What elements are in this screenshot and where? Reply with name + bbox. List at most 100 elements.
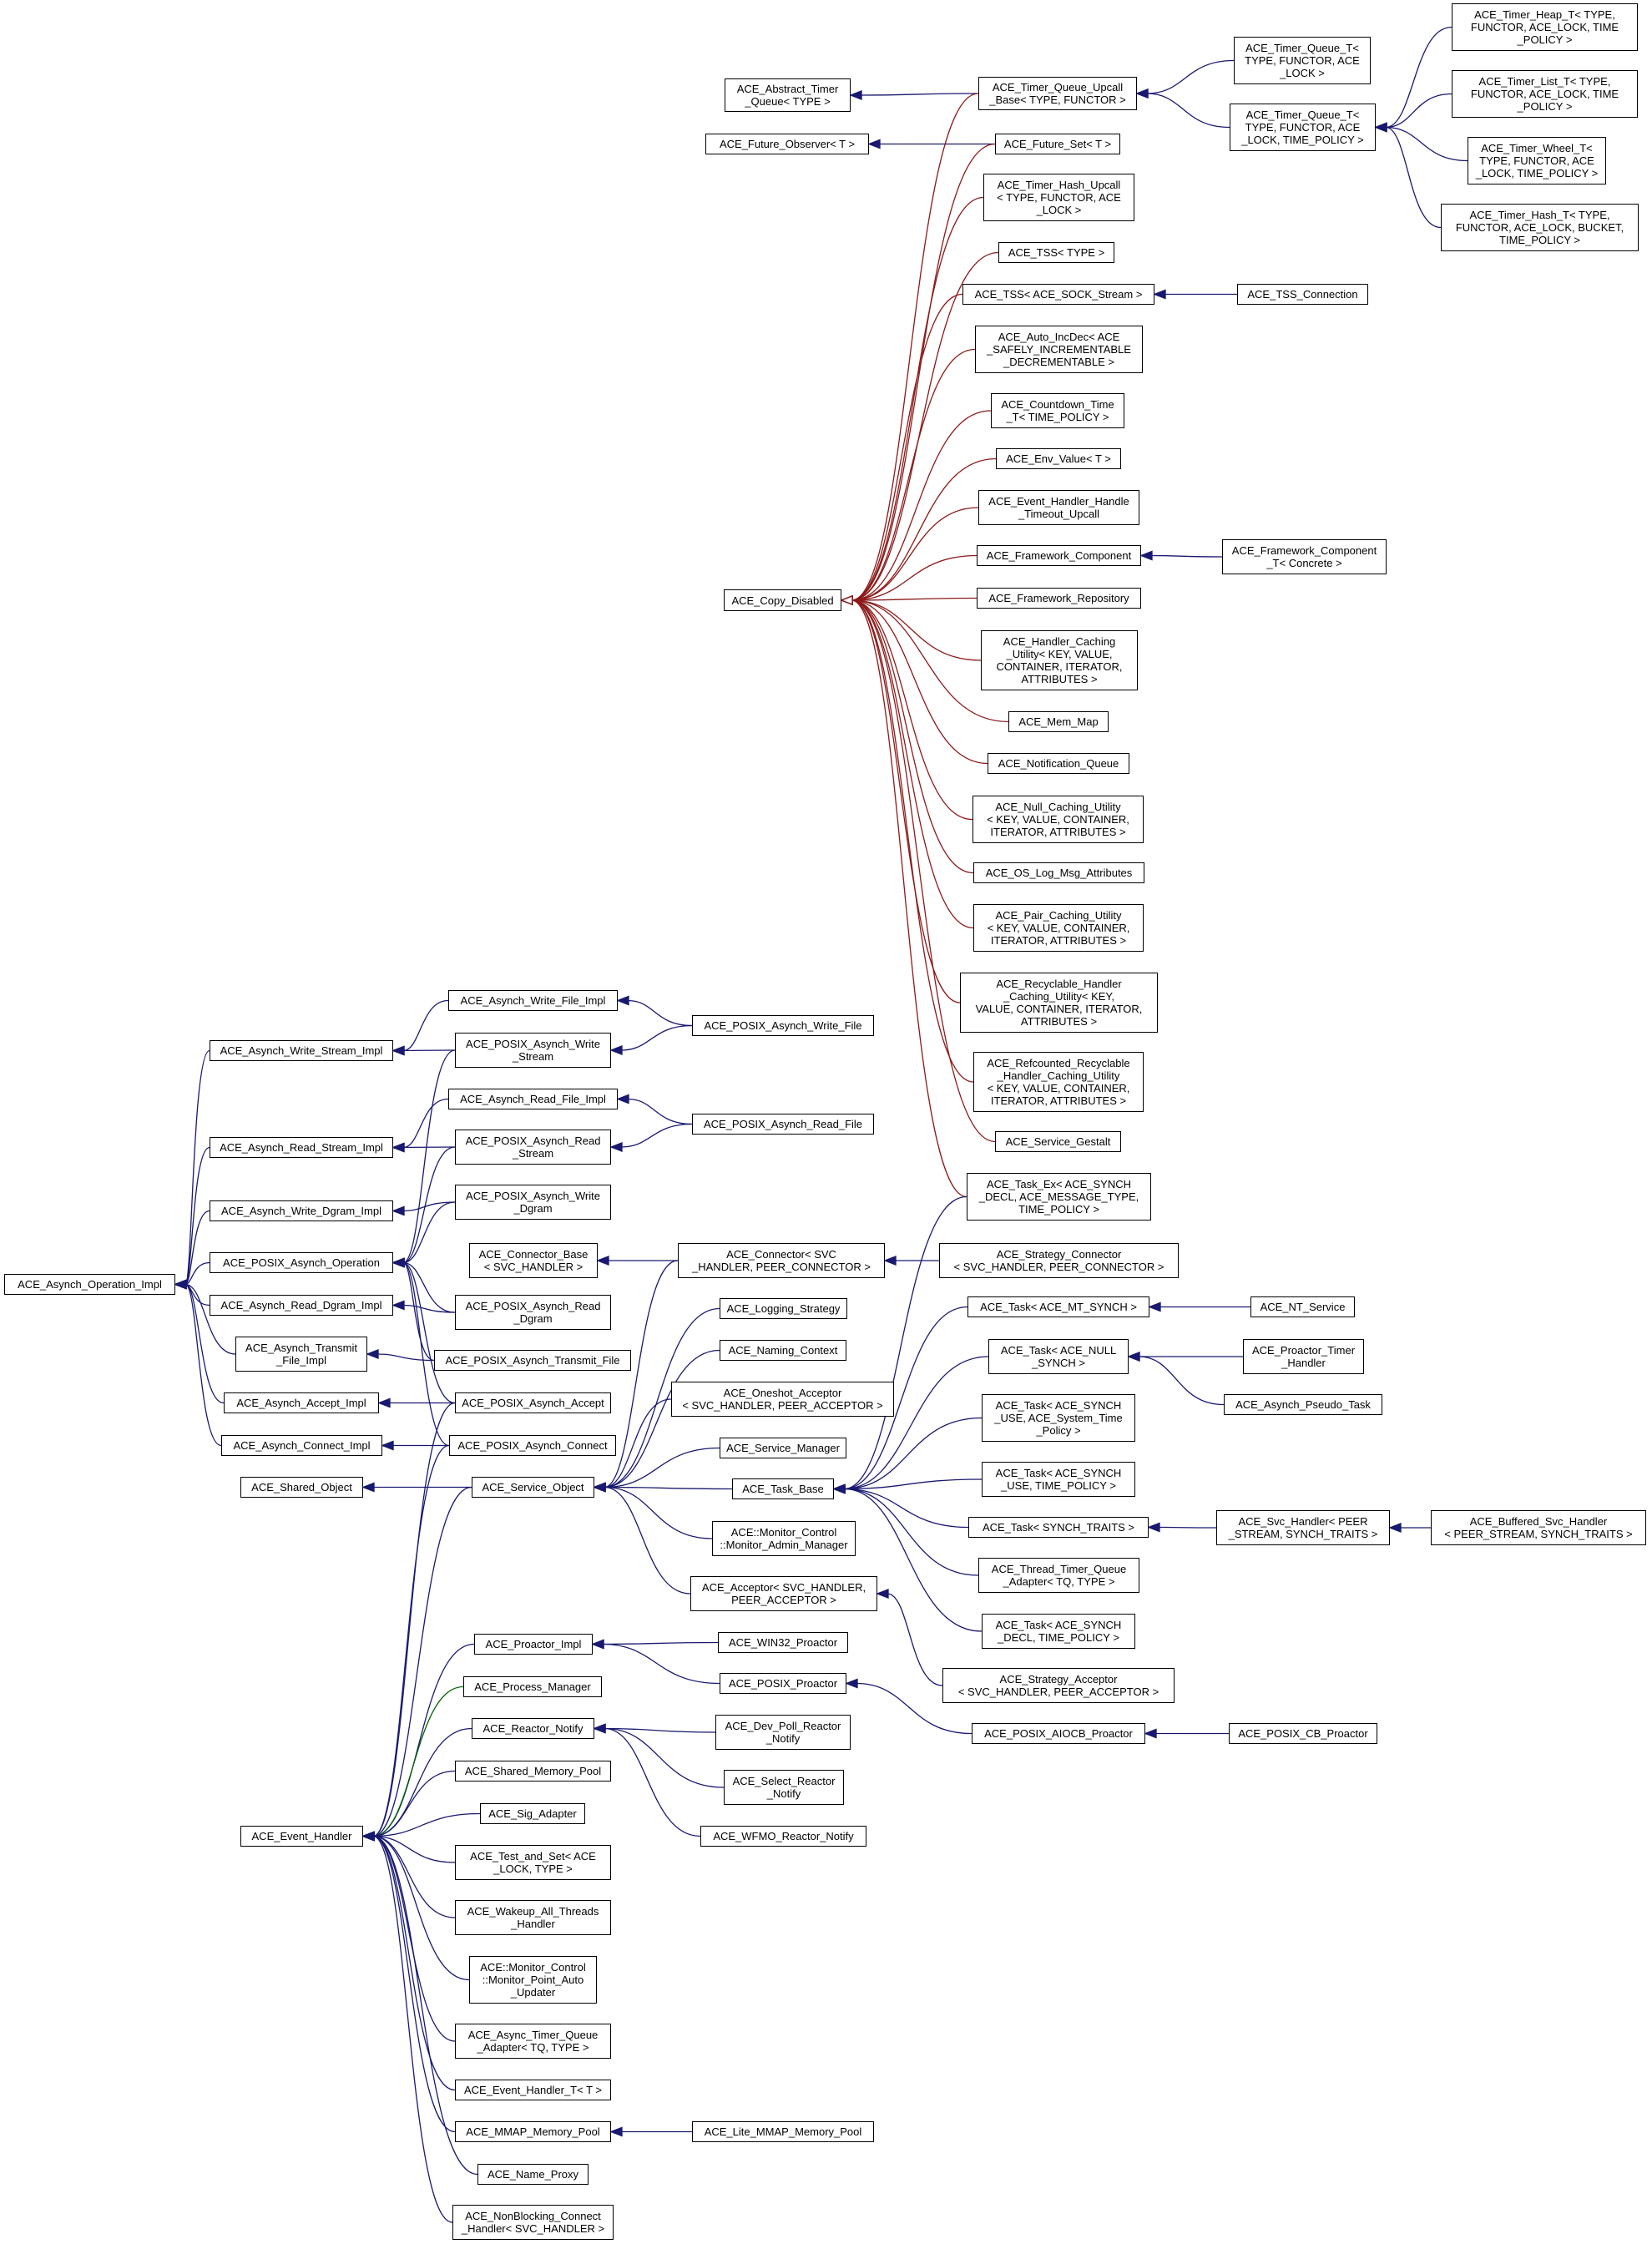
node-shared-memory-pool[interactable]: ACE_Shared_Memory_Pool bbox=[455, 1761, 611, 1782]
node-nonblocking-connect-handler[interactable]: ACE_NonBlocking_Connect _Handler< SVC_HA… bbox=[452, 2205, 614, 2240]
node-wfmo-reactor-notify[interactable]: ACE_WFMO_Reactor_Notify bbox=[700, 1826, 866, 1847]
node-asynch-connect-impl[interactable]: ACE_Asynch_Connect_Impl bbox=[221, 1435, 382, 1456]
node-framework-repository[interactable]: ACE_Framework_Repository bbox=[977, 588, 1141, 609]
node-posix-asynch-read-dgram[interactable]: ACE_POSIX_Asynch_Read _Dgram bbox=[455, 1295, 611, 1330]
node-event-handler-t[interactable]: ACE_Event_Handler_T< T > bbox=[455, 2080, 611, 2100]
node-posix-cb-proactor[interactable]: ACE_POSIX_CB_Proactor bbox=[1229, 1723, 1377, 1744]
node-shared-object[interactable]: ACE_Shared_Object bbox=[240, 1477, 363, 1498]
node-proactor-impl[interactable]: ACE_Proactor_Impl bbox=[474, 1634, 593, 1655]
node-acceptor[interactable]: ACE_Acceptor< SVC_HANDLER, PEER_ACCEPTOR… bbox=[690, 1576, 877, 1611]
node-monitor-point-auto-updater[interactable]: ACE::Monitor_Control ::Monitor_Point_Aut… bbox=[469, 1956, 597, 2004]
node-countdown-time[interactable]: ACE_Countdown_Time _T< TIME_POLICY > bbox=[991, 393, 1124, 428]
node-task-null-synch[interactable]: ACE_Task< ACE_NULL _SYNCH > bbox=[988, 1339, 1129, 1374]
node-timer-list-t[interactable]: ACE_Timer_List_T< TYPE, FUNCTOR, ACE_LOC… bbox=[1452, 70, 1638, 118]
node-monitor-admin-manager[interactable]: ACE::Monitor_Control ::Monitor_Admin_Man… bbox=[712, 1521, 856, 1556]
node-env-value[interactable]: ACE_Env_Value< T > bbox=[996, 448, 1121, 469]
node-nt-service[interactable]: ACE_NT_Service bbox=[1250, 1296, 1355, 1317]
node-mmap-memory-pool[interactable]: ACE_MMAP_Memory_Pool bbox=[455, 2121, 611, 2142]
node-win32-proactor[interactable]: ACE_WIN32_Proactor bbox=[718, 1632, 848, 1653]
node-test-and-set[interactable]: ACE_Test_and_Set< ACE _LOCK, TYPE > bbox=[455, 1845, 611, 1880]
node-connector-base[interactable]: ACE_Connector_Base < SVC_HANDLER > bbox=[469, 1243, 598, 1278]
node-strategy-connector[interactable]: ACE_Strategy_Connector < SVC_HANDLER, PE… bbox=[939, 1243, 1179, 1278]
node-framework-component-t[interactable]: ACE_Framework_Component _T< Concrete > bbox=[1222, 539, 1387, 574]
node-handler-caching-utility[interactable]: ACE_Handler_Caching _Utility< KEY, VALUE… bbox=[981, 630, 1138, 690]
node-tss-sock[interactable]: ACE_TSS< ACE_SOCK_Stream > bbox=[962, 284, 1154, 305]
node-copy-disabled[interactable]: ACE_Copy_Disabled bbox=[724, 589, 841, 611]
node-task-ex[interactable]: ACE_Task_Ex< ACE_SYNCH _DECL, ACE_MESSAG… bbox=[967, 1173, 1151, 1221]
node-lite-mmap-memory-pool[interactable]: ACE_Lite_MMAP_Memory_Pool bbox=[692, 2121, 874, 2142]
node-buffered-svc-handler[interactable]: ACE_Buffered_Svc_Handler < PEER_STREAM, … bbox=[1431, 1510, 1646, 1545]
node-future-observer[interactable]: ACE_Future_Observer< T > bbox=[705, 134, 869, 154]
node-task-mt-synch[interactable]: ACE_Task< ACE_MT_SYNCH > bbox=[967, 1296, 1149, 1317]
node-posix-asynch-transmit-file[interactable]: ACE_POSIX_Asynch_Transmit_File bbox=[434, 1350, 631, 1371]
node-service-gestalt[interactable]: ACE_Service_Gestalt bbox=[995, 1131, 1121, 1152]
node-timer-hash-upcall[interactable]: ACE_Timer_Hash_Upcall < TYPE, FUNCTOR, A… bbox=[983, 174, 1134, 221]
node-asynch-read-dgram-impl[interactable]: ACE_Asynch_Read_Dgram_Impl bbox=[210, 1295, 393, 1316]
node-posix-asynch-write-file[interactable]: ACE_POSIX_Asynch_Write_File bbox=[692, 1015, 874, 1036]
node-timer-queue-t-policy[interactable]: ACE_Timer_Queue_T< TYPE, FUNCTOR, ACE _L… bbox=[1230, 104, 1376, 151]
node-future-set[interactable]: ACE_Future_Set< T > bbox=[995, 134, 1120, 154]
node-process-manager[interactable]: ACE_Process_Manager bbox=[463, 1676, 602, 1697]
node-mem-map[interactable]: ACE_Mem_Map bbox=[1008, 711, 1109, 732]
node-service-manager[interactable]: ACE_Service_Manager bbox=[720, 1438, 846, 1458]
node-posix-asynch-write-dgram[interactable]: ACE_POSIX_Asynch_Write _Dgram bbox=[455, 1185, 611, 1220]
node-select-reactor-notify[interactable]: ACE_Select_Reactor _Notify bbox=[724, 1770, 844, 1805]
node-null-caching-utility[interactable]: ACE_Null_Caching_Utility < KEY, VALUE, C… bbox=[973, 796, 1144, 843]
node-task-base[interactable]: ACE_Task_Base bbox=[732, 1478, 834, 1499]
node-pair-caching-utility[interactable]: ACE_Pair_Caching_Utility < KEY, VALUE, C… bbox=[973, 904, 1144, 952]
edge-asynch_operation_impl-to-asynch_accept_impl bbox=[184, 1283, 225, 1404]
node-notification-queue[interactable]: ACE_Notification_Queue bbox=[988, 753, 1129, 774]
node-os-log-msg-attributes[interactable]: ACE_OS_Log_Msg_Attributes bbox=[973, 862, 1144, 883]
node-recyclable-handler-caching-utility[interactable]: ACE_Recyclable_Handler _Caching_Utility<… bbox=[960, 973, 1158, 1033]
node-strategy-acceptor[interactable]: ACE_Strategy_Acceptor < SVC_HANDLER, PEE… bbox=[942, 1668, 1175, 1703]
node-tss-type[interactable]: ACE_TSS< TYPE > bbox=[998, 242, 1114, 263]
node-timer-wheel-t[interactable]: ACE_Timer_Wheel_T< TYPE, FUNCTOR, ACE _L… bbox=[1468, 137, 1606, 184]
node-abstract-timer-queue[interactable]: ACE_Abstract_Timer _Queue< TYPE > bbox=[725, 78, 851, 112]
node-event-handler[interactable]: ACE_Event_Handler bbox=[240, 1826, 363, 1847]
node-refcounted-recyclable-handler-caching-utility[interactable]: ACE_Refcounted_Recyclable _Handler_Cachi… bbox=[973, 1052, 1144, 1112]
node-timer-hash-t[interactable]: ACE_Timer_Hash_T< TYPE, FUNCTOR, ACE_LOC… bbox=[1441, 204, 1639, 251]
node-name-proxy[interactable]: ACE_Name_Proxy bbox=[477, 2164, 589, 2185]
node-dev-poll-reactor-notify[interactable]: ACE_Dev_Poll_Reactor _Notify bbox=[715, 1715, 851, 1750]
node-wakeup-all-threads-handler[interactable]: ACE_Wakeup_All_Threads _Handler bbox=[455, 1900, 611, 1935]
node-timer-queue-upcall-base[interactable]: ACE_Timer_Queue_Upcall _Base< TYPE, FUNC… bbox=[978, 77, 1137, 110]
node-task-synch-use-time-policy[interactable]: ACE_Task< ACE_SYNCH _USE, TIME_POLICY > bbox=[982, 1462, 1135, 1497]
node-timer-queue-t-lock[interactable]: ACE_Timer_Queue_T< TYPE, FUNCTOR, ACE _L… bbox=[1234, 37, 1371, 84]
node-posix-asynch-connect[interactable]: ACE_POSIX_Asynch_Connect bbox=[449, 1435, 616, 1456]
node-service-object[interactable]: ACE_Service_Object bbox=[472, 1477, 594, 1498]
node-asynch-write-stream-impl[interactable]: ACE_Asynch_Write_Stream_Impl bbox=[210, 1040, 393, 1061]
node-posix-aiocb-proactor[interactable]: ACE_POSIX_AIOCB_Proactor bbox=[972, 1723, 1145, 1744]
node-asynch-pseudo-task[interactable]: ACE_Asynch_Pseudo_Task bbox=[1224, 1394, 1382, 1415]
node-proactor-timer-handler[interactable]: ACE_Proactor_Timer _Handler bbox=[1243, 1339, 1364, 1374]
node-asynch-write-dgram-impl[interactable]: ACE_Asynch_Write_Dgram_Impl bbox=[210, 1200, 393, 1221]
node-thread-timer-queue-adapter[interactable]: ACE_Thread_Timer_Queue _Adapter< TQ, TYP… bbox=[978, 1558, 1139, 1593]
node-framework-component[interactable]: ACE_Framework_Component bbox=[977, 545, 1141, 566]
node-posix-asynch-read-file[interactable]: ACE_POSIX_Asynch_Read_File bbox=[692, 1114, 874, 1135]
node-asynch-read-stream-impl[interactable]: ACE_Asynch_Read_Stream_Impl bbox=[210, 1137, 393, 1158]
node-oneshot-acceptor[interactable]: ACE_Oneshot_Acceptor < SVC_HANDLER, PEER… bbox=[671, 1382, 894, 1417]
node-async-timer-queue-adapter[interactable]: ACE_Async_Timer_Queue _Adapter< TQ, TYPE… bbox=[455, 2024, 611, 2059]
node-task-synch-system-time[interactable]: ACE_Task< ACE_SYNCH _USE, ACE_System_Tim… bbox=[982, 1394, 1135, 1442]
node-posix-asynch-read-stream[interactable]: ACE_POSIX_Asynch_Read _Stream bbox=[455, 1130, 611, 1165]
node-posix-asynch-operation[interactable]: ACE_POSIX_Asynch_Operation bbox=[210, 1252, 393, 1273]
node-connector[interactable]: ACE_Connector< SVC _HANDLER, PEER_CONNEC… bbox=[678, 1243, 885, 1278]
node-task-synch-traits[interactable]: ACE_Task< SYNCH_TRAITS > bbox=[968, 1517, 1149, 1538]
node-tss-connection[interactable]: ACE_TSS_Connection bbox=[1237, 284, 1368, 305]
node-auto-incdec[interactable]: ACE_Auto_IncDec< ACE _SAFELY_INCREMENTAB… bbox=[975, 326, 1143, 373]
node-asynch-read-file-impl[interactable]: ACE_Asynch_Read_File_Impl bbox=[448, 1089, 618, 1109]
node-asynch-write-file-impl[interactable]: ACE_Asynch_Write_File_Impl bbox=[448, 990, 618, 1011]
node-asynch-operation-impl[interactable]: ACE_Asynch_Operation_Impl bbox=[4, 1274, 175, 1295]
node-sig-adapter[interactable]: ACE_Sig_Adapter bbox=[480, 1803, 585, 1824]
node-naming-context[interactable]: ACE_Naming_Context bbox=[720, 1340, 846, 1361]
node-reactor-notify[interactable]: ACE_Reactor_Notify bbox=[472, 1718, 594, 1739]
node-asynch-transmit-file-impl[interactable]: ACE_Asynch_Transmit _File_Impl bbox=[235, 1337, 367, 1372]
node-task-synch-decl[interactable]: ACE_Task< ACE_SYNCH _DECL, TIME_POLICY > bbox=[982, 1614, 1135, 1649]
node-timer-heap-t[interactable]: ACE_Timer_Heap_T< TYPE, FUNCTOR, ACE_LOC… bbox=[1452, 3, 1638, 51]
node-posix-proactor[interactable]: ACE_POSIX_Proactor bbox=[720, 1673, 846, 1694]
node-posix-asynch-write-stream[interactable]: ACE_POSIX_Asynch_Write _Stream bbox=[455, 1033, 611, 1068]
node-posix-asynch-accept[interactable]: ACE_POSIX_Asynch_Accept bbox=[455, 1392, 611, 1413]
node-logging-strategy[interactable]: ACE_Logging_Strategy bbox=[720, 1298, 847, 1319]
node-asynch-accept-impl[interactable]: ACE_Asynch_Accept_Impl bbox=[224, 1392, 379, 1413]
node-svc-handler[interactable]: ACE_Svc_Handler< PEER _STREAM, SYNCH_TRA… bbox=[1216, 1510, 1390, 1545]
node-event-handler-handle-timeout-upcall[interactable]: ACE_Event_Handler_Handle _Timeout_Upcall bbox=[978, 490, 1139, 525]
